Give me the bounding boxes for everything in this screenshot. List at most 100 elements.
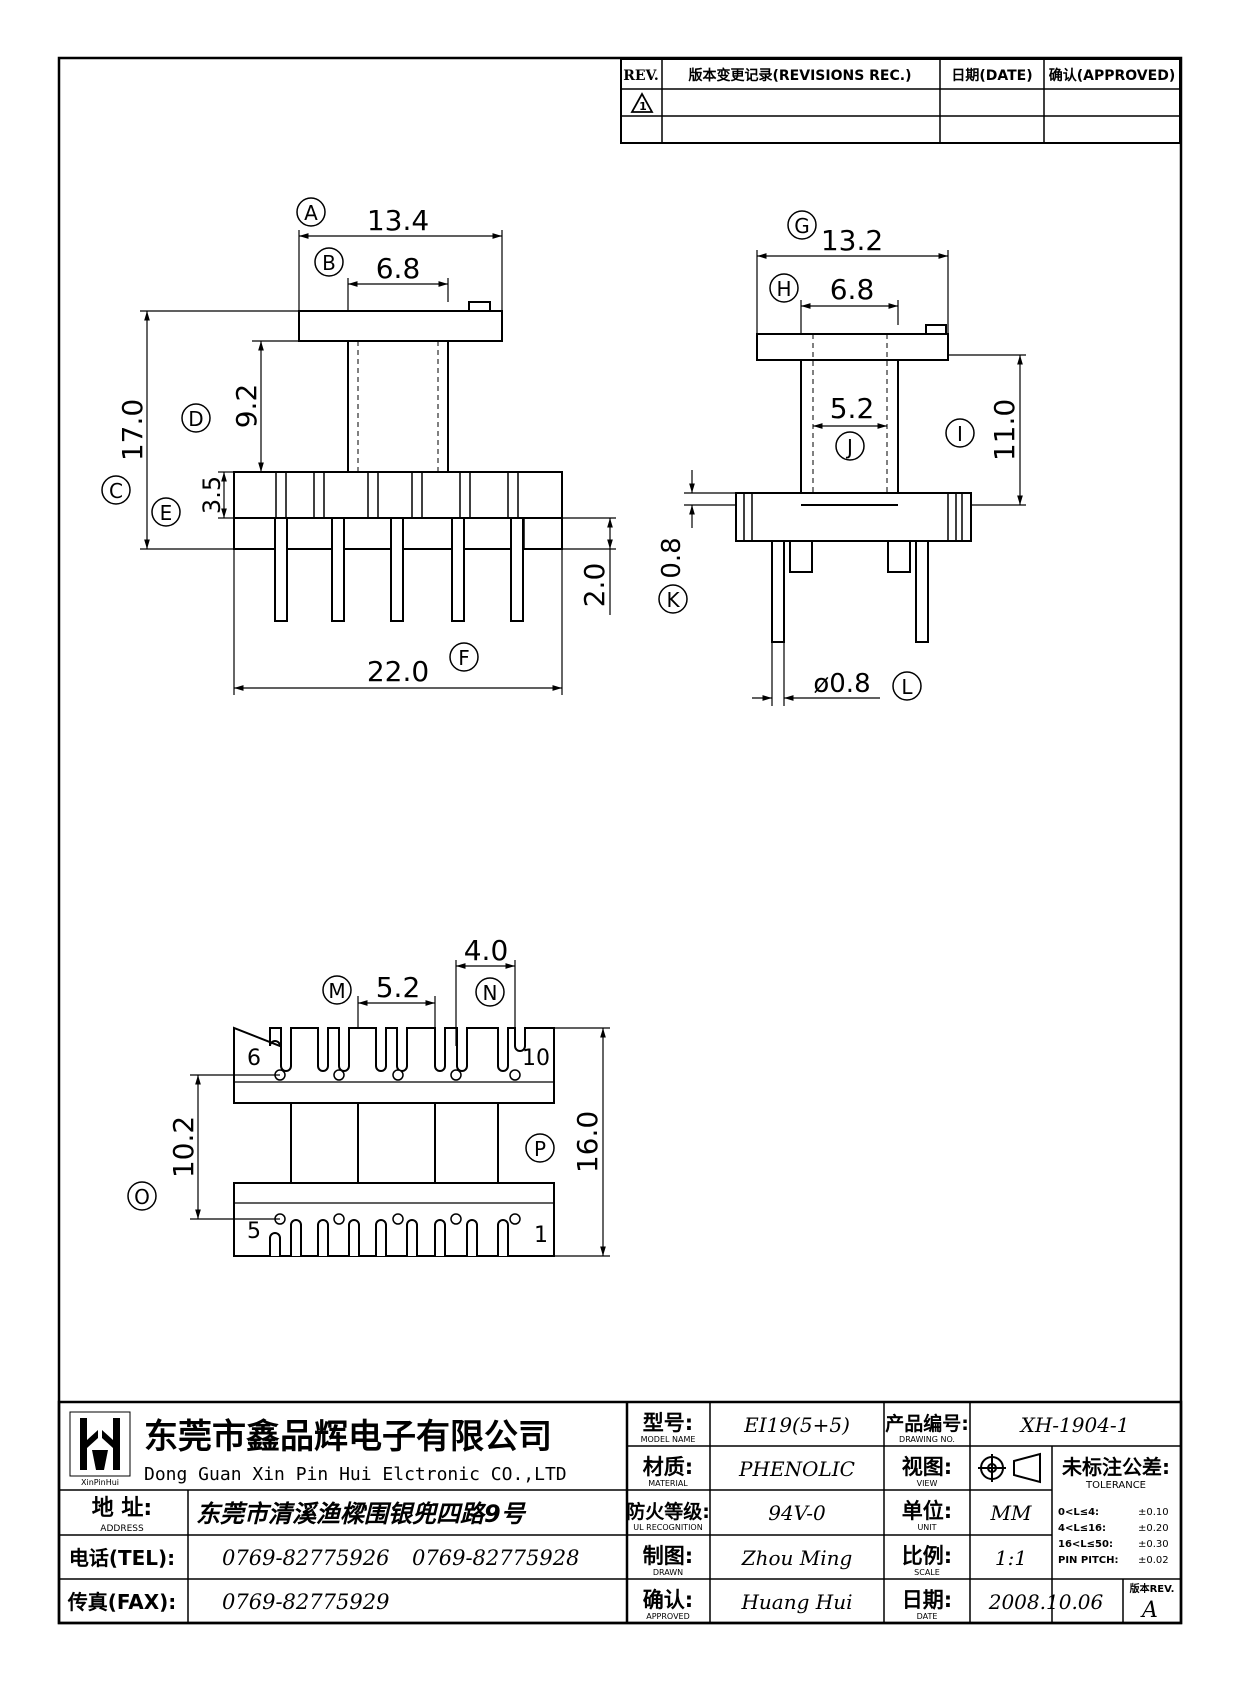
material-label-en: MATERIAL <box>648 1479 688 1488</box>
dim-h-value: 6.8 <box>830 273 875 306</box>
side-view-dimensions <box>684 250 1026 706</box>
approved-value: Huang Hui <box>740 1590 852 1614</box>
tolerance-range: 4<L≤16: <box>1058 1523 1106 1534</box>
tel-value-2: 0769-82775928 <box>412 1546 579 1570</box>
address-value: 东莞市清溪渔樑围银兜四路9号 <box>196 1500 527 1528</box>
svg-text:P: P <box>534 1137 546 1161</box>
tel-value-1: 0769-82775926 <box>222 1546 389 1570</box>
pin-label-5: 5 <box>247 1219 261 1244</box>
material-label: 材质: <box>643 1455 693 1479</box>
tolerance-value: ±0.02 <box>1138 1555 1169 1566</box>
pin-label-10: 10 <box>522 1046 550 1071</box>
fire-label: 防火等级: <box>626 1500 710 1523</box>
tolerance-range: PIN PITCH: <box>1058 1555 1118 1566</box>
dim-f-value: 22.0 <box>367 655 429 688</box>
svg-text:H: H <box>776 277 791 301</box>
svg-text:L: L <box>901 675 913 699</box>
balloon-e: E <box>151 497 181 527</box>
drawn-value: Zhou Ming <box>741 1546 853 1570</box>
address-label-en: ADDRESS <box>100 1524 144 1534</box>
svg-text:C: C <box>109 479 123 503</box>
tolerance-value: ±0.30 <box>1138 1539 1169 1550</box>
dim-2-value: 2.0 <box>578 563 611 608</box>
projection-symbol-icon <box>978 1452 1041 1484</box>
revision-table: REV. 版本变更记录(REVISIONS REC.) 日期(DATE) 确认(… <box>620 58 1181 144</box>
balloon-n: N <box>475 977 505 1007</box>
address-label: 地 址: <box>92 1496 152 1521</box>
svg-text:K: K <box>666 588 680 612</box>
scale-label-en: SCALE <box>914 1568 940 1577</box>
rev-label: 版本REV. <box>1130 1582 1175 1595</box>
unit-label: 单位: <box>902 1499 952 1523</box>
rev-value: A <box>1140 1598 1158 1623</box>
bottom-view-labels: 5.2 4.0 10.2 16.0 6 10 5 1 M N O P <box>127 934 604 1248</box>
view-label-en: VIEW <box>917 1479 938 1488</box>
dim-m-value: 5.2 <box>376 971 421 1004</box>
drawn-label-en: DRAWN <box>653 1568 683 1577</box>
dim-p-value: 16.0 <box>571 1111 604 1173</box>
dim-o-value: 10.2 <box>167 1116 200 1178</box>
tolerance-value: ±0.20 <box>1138 1523 1169 1534</box>
svg-text:A: A <box>304 201 318 225</box>
dim-e-value: 3.5 <box>198 476 226 514</box>
rev-header: REV. <box>623 68 659 84</box>
date-label: 日期: <box>902 1588 952 1612</box>
unit-label-en: UNIT <box>917 1523 936 1532</box>
unit-value: MM <box>990 1501 1032 1525</box>
balloon-h: H <box>769 273 799 303</box>
svg-text:I: I <box>957 422 963 446</box>
tolerance-title: 未标注公差: <box>1062 1455 1170 1479</box>
scale-label: 比例: <box>902 1544 952 1568</box>
approved-label-en: APPROVED <box>646 1612 690 1621</box>
date-value: 2008.10.06 <box>988 1590 1104 1614</box>
svg-text:E: E <box>160 501 173 525</box>
view-label: 视图: <box>902 1455 952 1479</box>
pin-label-1: 1 <box>534 1223 548 1248</box>
svg-text:XinPinHui: XinPinHui <box>81 1478 119 1487</box>
balloon-f: F <box>449 642 479 672</box>
dim-k-value: 0.8 <box>657 537 687 578</box>
date-label-en: DATE <box>917 1612 938 1621</box>
balloon-p: P <box>525 1133 555 1163</box>
balloon-g: G <box>787 210 817 240</box>
balloon-m: M <box>322 975 352 1005</box>
model-label-en: MODEL NAME <box>641 1435 696 1444</box>
date-header: 日期(DATE) <box>951 68 1032 84</box>
tel-label: 电话(TEL): <box>69 1546 175 1570</box>
front-view <box>233 301 563 622</box>
revision-triangle-icon: 1 <box>630 92 654 113</box>
model-label: 型号: <box>643 1411 693 1435</box>
sheet-border <box>57 56 1183 1625</box>
svg-text:1: 1 <box>639 100 647 113</box>
side-view <box>735 324 972 643</box>
scale-value: 1:1 <box>995 1546 1027 1570</box>
dim-g-value: 13.2 <box>821 224 883 257</box>
company-name-cn: 东莞市鑫品辉电子有限公司 <box>144 1417 552 1457</box>
balloon-c: C <box>101 475 131 505</box>
dim-b-value: 6.8 <box>376 252 421 285</box>
svg-text:G: G <box>794 214 810 238</box>
drawn-label: 制图: <box>643 1544 693 1568</box>
company-name-en: Dong Guan Xin Pin Hui Elctronic CO.,LTD <box>144 1464 567 1485</box>
fire-label-en: UL RECOGNITION <box>633 1523 702 1532</box>
tolerance-title-en: TOLERANCE <box>1085 1480 1146 1491</box>
title-block: XinPinHui 东莞市鑫品辉电子有限公司 Dong Guan Xin Pin… <box>57 1400 1183 1625</box>
fax-value: 0769-82775929 <box>222 1590 389 1614</box>
tolerance-list: 0<L≤4: ±0.10 4<L≤16: ±0.20 16<L≤50: ±0.3… <box>1058 1507 1169 1566</box>
dim-j-value: 5.2 <box>830 392 875 425</box>
pin-label-6: 6 <box>247 1046 261 1071</box>
model-value: EI19(5+5) <box>743 1413 850 1437</box>
tolerance-range: 0<L≤4: <box>1058 1507 1099 1518</box>
approved-label: 确认: <box>643 1588 693 1612</box>
balloon-j: J <box>835 431 865 461</box>
balloon-l: L <box>892 671 922 701</box>
svg-text:N: N <box>483 981 498 1005</box>
dim-n-value: 4.0 <box>464 934 509 967</box>
side-view-labels: 13.2 6.8 5.2 11.0 0.8 ø0.8 G H I J K L <box>657 210 1021 701</box>
svg-text:J: J <box>845 435 853 459</box>
tolerance-range: 16<L≤50: <box>1058 1539 1113 1550</box>
tolerance-value: ±0.10 <box>1138 1507 1169 1518</box>
drawing-no-label: 产品编号: <box>885 1412 969 1435</box>
fax-label: 传真(FAX): <box>67 1590 177 1614</box>
